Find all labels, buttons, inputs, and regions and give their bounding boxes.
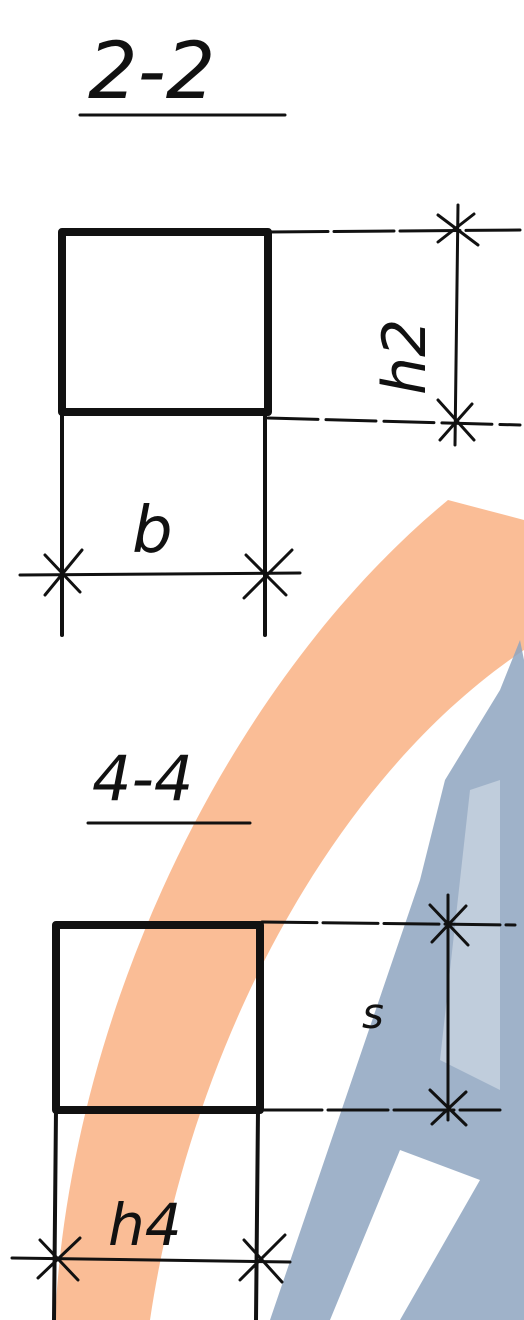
- dimension-tick: [436, 212, 480, 247]
- section-square: [58, 228, 272, 416]
- section-title: 2-2: [88, 27, 215, 117]
- bottom-dimension-extension: [266, 416, 522, 427]
- top-dimension-extension: [266, 228, 522, 234]
- dimension-tick: [242, 548, 294, 600]
- dimension-tick: [436, 398, 476, 442]
- height-label: h2: [370, 319, 440, 395]
- section-4-4: 4-4 s h4: [10, 742, 517, 1320]
- top-dimension-extension: [260, 920, 517, 927]
- dimension-tick: [428, 903, 470, 947]
- right-extension-line: [254, 1108, 260, 1320]
- width-dimension-line: [18, 571, 302, 577]
- dimension-tick: [36, 1236, 82, 1282]
- watermark-arc: [55, 500, 524, 1320]
- watermark-a-shape: [270, 640, 524, 1320]
- height-dimension-line: [453, 203, 460, 447]
- section-square: [52, 921, 264, 1114]
- dimension-tick: [43, 548, 84, 597]
- width-label: h4: [108, 1191, 182, 1259]
- section-title: 4-4: [92, 742, 193, 815]
- height-label: s: [362, 989, 384, 1038]
- dimension-tick: [428, 1088, 468, 1127]
- watermark-logo: [55, 500, 524, 1320]
- section-2-2: 2-2 h2 b: [18, 27, 522, 637]
- watermark-a-inner: [440, 780, 500, 1090]
- left-extension-line: [52, 1108, 58, 1320]
- width-label: b: [132, 494, 173, 568]
- dimension-tick: [238, 1233, 287, 1284]
